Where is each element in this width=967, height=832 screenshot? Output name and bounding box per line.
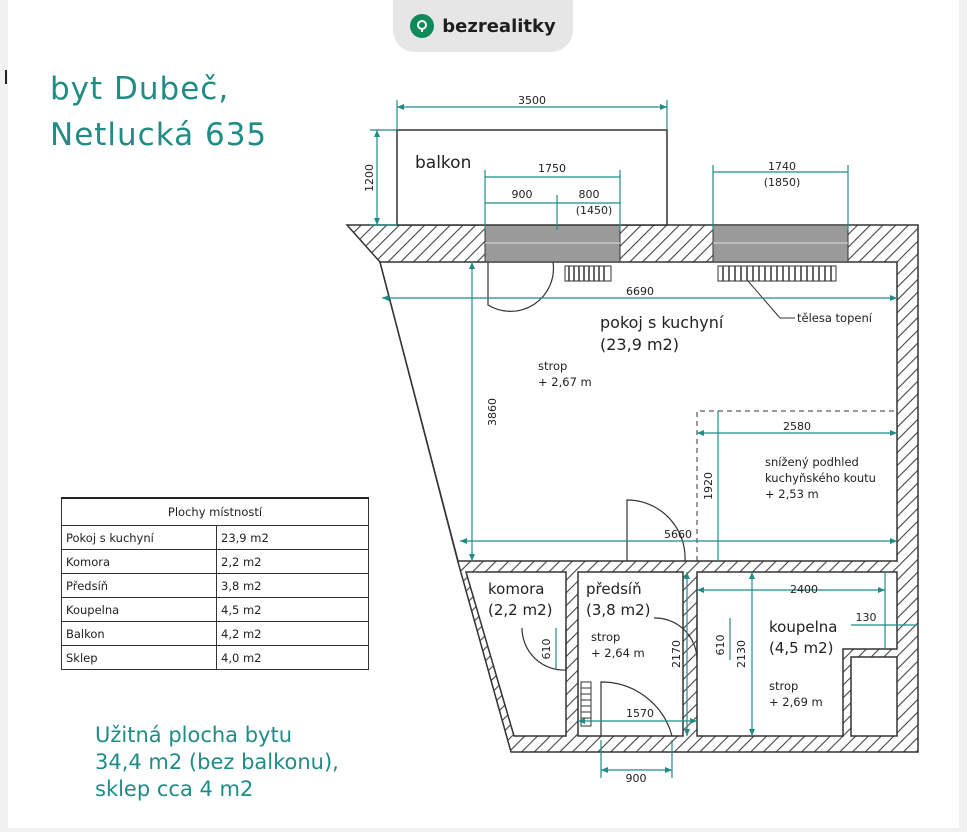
dim-room-depth: 3860	[486, 398, 499, 426]
dim-room-lower-width: 5660	[664, 528, 692, 541]
komora-floor	[464, 571, 567, 737]
balcony-door-swing	[487, 261, 555, 312]
room-area: 2,2 m2	[216, 549, 369, 574]
balcony	[396, 129, 668, 226]
dim-window-right-alt: (1850)	[764, 176, 801, 189]
summary-line-3: sklep cca 4 m2	[95, 777, 254, 801]
room-area: 4,2 m2	[216, 621, 369, 646]
dim-balcony-width: 3500	[518, 94, 546, 107]
dim-bath-door: 610	[714, 635, 727, 656]
room-label-koupelna: koupelna	[769, 618, 837, 636]
kitchen-note-3: + 2,53 m	[765, 487, 819, 501]
dim-hall-width: 1570	[626, 707, 654, 720]
ceiling-hall-label: strop	[591, 630, 620, 644]
kitchen-note-1: snížený podhled	[765, 455, 859, 469]
summary-line-1: Užitná plocha bytu	[95, 723, 293, 747]
kitchen-soffit-outline	[696, 410, 897, 561]
usable-area-summary: Užitná plocha bytu 34,4 m2 (bez balkonu)…	[95, 722, 339, 803]
dim-balcony-depth: 1200	[363, 164, 376, 192]
heater-label: tělesa topení	[797, 311, 873, 325]
predsin-floor	[577, 571, 684, 737]
room-area-koupelna: (4,5 m2)	[769, 639, 833, 657]
map-pin-icon	[410, 14, 435, 38]
dim-kitchen-width: 2580	[783, 420, 811, 433]
room-area-predsin: (3,8 m2)	[586, 601, 650, 619]
dim-bath-width: 2400	[790, 583, 818, 596]
dim-window-right: 1740	[768, 160, 796, 173]
ceiling-bath-label: strop	[769, 679, 798, 693]
dim-window-small-alt: (1450)	[576, 204, 613, 217]
room-area: 4,0 m2	[216, 645, 369, 670]
brand-badge[interactable]: bezrealitky	[393, 0, 573, 52]
room-label-pokoj: pokoj s kuchyní	[600, 313, 724, 332]
dim-hall-depth: 2170	[670, 640, 683, 668]
room-name: Předsíň	[61, 573, 217, 598]
dimension-lines	[370, 100, 918, 778]
dim-window-left: 1750	[538, 162, 566, 175]
dim-room-width: 6690	[626, 285, 654, 298]
bath-niche	[850, 656, 898, 737]
komora-door-swing	[521, 627, 567, 671]
dim-entry-door: 900	[626, 772, 647, 785]
room-label-komora: komora	[488, 580, 544, 598]
title-line-1: byt Dubeč,	[50, 71, 230, 107]
page-title: byt Dubeč, Netlucká 635	[50, 66, 267, 158]
main-door-swing	[626, 499, 686, 562]
room-name: Sklep	[61, 645, 217, 670]
entry-door-swing	[600, 681, 673, 737]
room-name: Balkon	[61, 621, 217, 646]
dim-window-small: 800	[579, 188, 600, 201]
ceiling-main-value: + 2,67 m	[538, 375, 592, 389]
koupelna-floor	[696, 571, 898, 737]
balcony-label: balkon	[415, 153, 471, 173]
dim-hall-door: 610	[540, 639, 553, 660]
dim-bath-niche: 130	[856, 611, 877, 624]
ceiling-bath-value: + 2,69 m	[769, 695, 823, 709]
dim-door-width: 900	[512, 188, 533, 201]
room-area-komora: (2,2 m2)	[488, 601, 552, 619]
dim-kitchen-depth: 1920	[702, 472, 715, 500]
bath-door-swing	[653, 617, 698, 661]
room-area-pokoj: (23,9 m2)	[600, 335, 679, 354]
title-line-2: Netlucká 635	[50, 117, 268, 153]
room-label-predsin: předsíň	[586, 580, 642, 598]
margin-mark	[5, 70, 7, 84]
ceiling-hall-value: + 2,64 m	[591, 646, 645, 660]
dim-bath-depth: 2130	[735, 640, 748, 668]
brand-name: bezrealitky	[442, 15, 556, 37]
radiator-left	[564, 265, 612, 282]
room-name: Koupelna	[61, 597, 217, 622]
summary-line-2: 34,4 m2 (bez balkonu),	[95, 750, 339, 774]
kitchen-note-2: kuchyňského koutu	[765, 471, 876, 485]
dimension-arrows	[374, 104, 897, 773]
shoe-rack	[580, 681, 592, 727]
ceiling-main-label: strop	[538, 359, 567, 373]
